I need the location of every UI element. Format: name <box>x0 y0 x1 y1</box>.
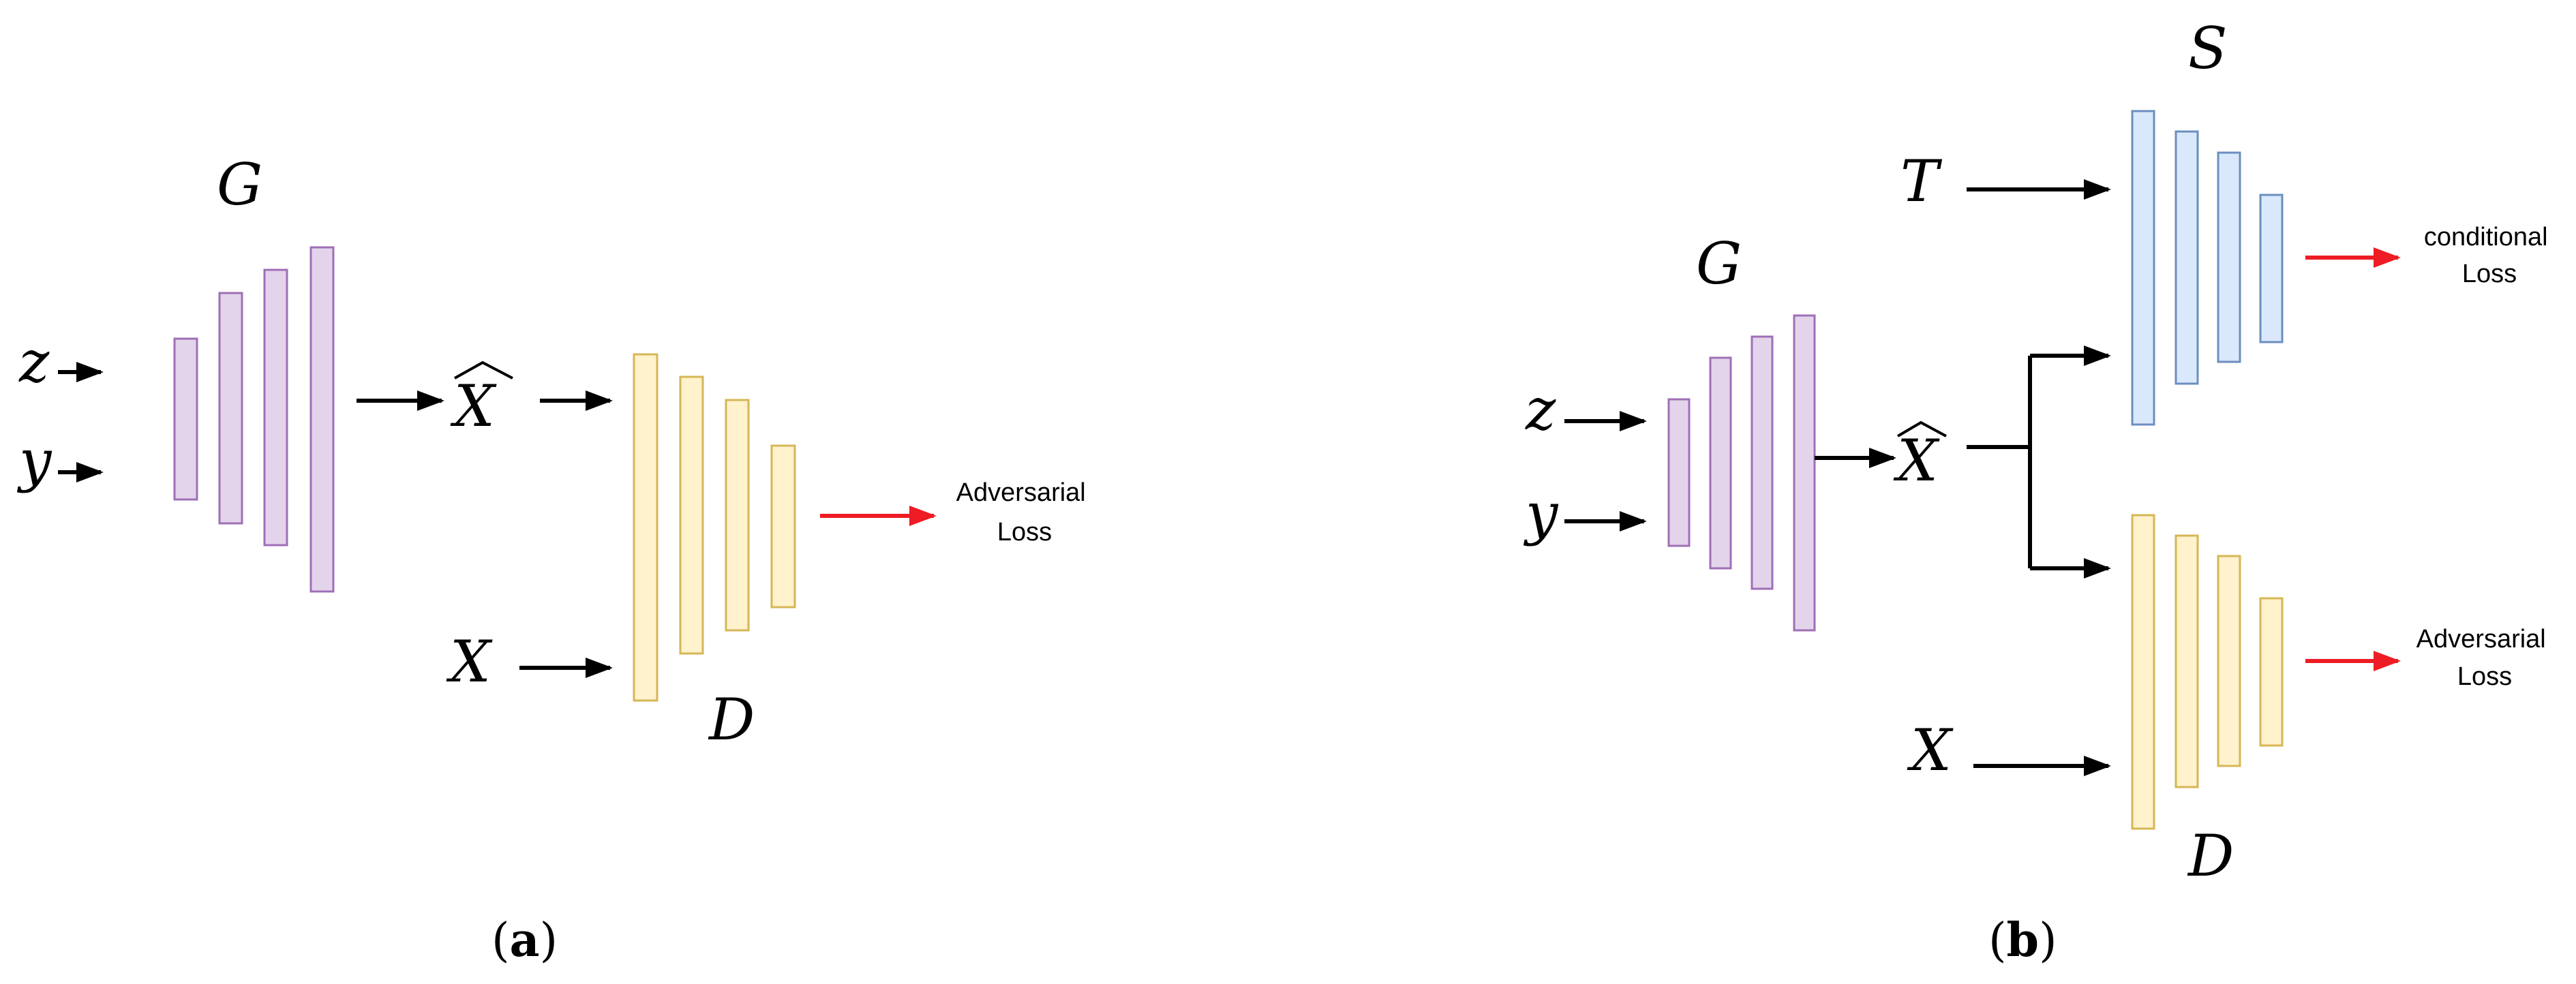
loss-line1-a: Adversarial <box>956 478 1086 507</box>
discriminator-layer <box>633 353 658 702</box>
caption-letter-b: b <box>2007 913 2040 968</box>
caption-b: (b) <box>1988 913 2057 968</box>
generator-block-a <box>173 246 335 593</box>
generator-layer <box>1793 314 1816 632</box>
input-y-b: y <box>1523 480 1559 547</box>
generator-layer <box>173 337 198 501</box>
generator-block-b <box>1667 314 1816 632</box>
student-layer <box>2217 151 2241 363</box>
teacher-input-b: T <box>1900 148 1943 215</box>
adv-loss-text-b: Adversarial Loss <box>2416 625 2554 691</box>
generated-sample-b: X <box>1893 420 1947 494</box>
generated-label-a: X <box>450 373 497 440</box>
cond-loss-line1-b: conditional <box>2424 223 2548 251</box>
adv-loss-line1-b: Adversarial <box>2416 625 2546 654</box>
student-layer <box>2131 110 2155 426</box>
generated-sample-a: X <box>450 360 513 440</box>
input-z-b: z <box>1525 376 1556 443</box>
discriminator-layer <box>2217 555 2241 767</box>
generator-layer <box>1751 335 1774 590</box>
hat-accent <box>454 360 513 380</box>
generator-layer <box>1709 356 1732 570</box>
panel-b: G z y X T S <box>1523 15 2555 968</box>
discriminator-layer <box>679 375 704 655</box>
student-block-b <box>2131 110 2284 426</box>
panel-a: G z y X X D Ad <box>16 151 1093 968</box>
real-label-b: X <box>1907 717 1954 784</box>
discriminator-layer <box>2259 597 2284 747</box>
discriminator-block-b <box>2131 514 2284 830</box>
discriminator-block-a <box>633 353 796 702</box>
cond-loss-line2-b: Loss <box>2462 260 2517 288</box>
hat-accent <box>1896 420 1947 437</box>
adv-loss-line2-b: Loss <box>2457 662 2512 691</box>
student-label-b: S <box>2188 15 2228 82</box>
generator-label-a: G <box>217 151 262 218</box>
student-layer <box>2175 130 2199 385</box>
discriminator-layer <box>2131 514 2155 830</box>
generator-layer <box>263 268 288 547</box>
loss-text-a: Adversarial Loss <box>956 478 1093 547</box>
discriminator-layer <box>770 444 796 609</box>
input-y-a: y <box>16 427 52 494</box>
generated-label-b: X <box>1893 427 1940 494</box>
caption-a: (a) <box>491 913 558 968</box>
student-layer <box>2259 194 2284 343</box>
generator-label-b: G <box>1696 230 1742 297</box>
input-z-a: z <box>18 328 50 395</box>
generator-layer <box>1667 398 1691 547</box>
caption-letter-a: a <box>510 913 540 968</box>
discriminator-label-b: D <box>2187 822 2234 889</box>
cond-loss-text-b: conditional Loss <box>2424 223 2555 288</box>
loss-line2-a: Loss <box>997 518 1052 547</box>
generator-layer <box>218 292 243 525</box>
discriminator-label-a: D <box>708 686 755 753</box>
generator-layer <box>309 246 335 593</box>
real-label-a: X <box>446 628 493 695</box>
discriminator-layer <box>2175 534 2199 788</box>
discriminator-layer <box>725 399 750 632</box>
